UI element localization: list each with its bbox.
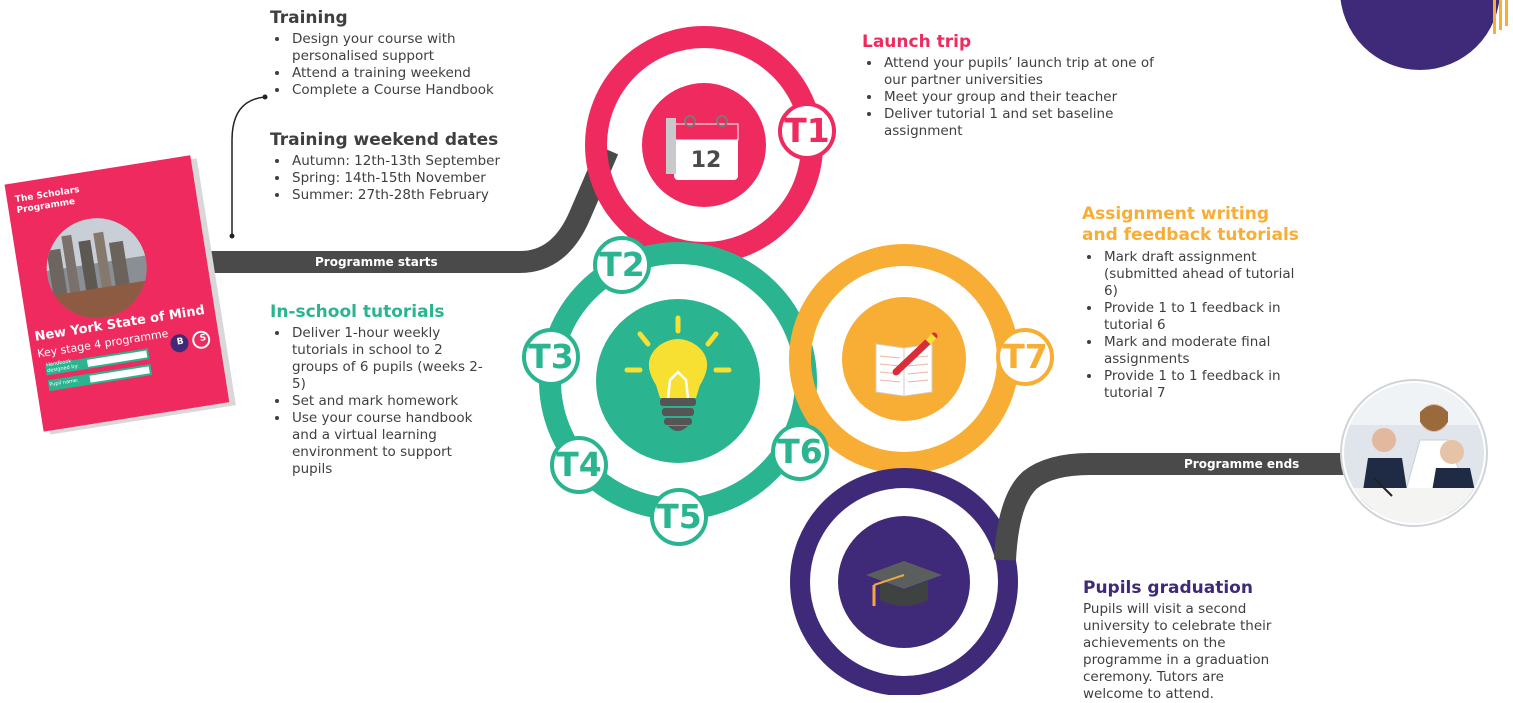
in-school-list: Deliver 1-hour weekly tutorials in schoo… [270,325,490,478]
list-item: Mark and moderate final assignments [1102,334,1312,368]
list-item: Design your course with personalised sup… [290,31,502,65]
list-item: Use your course handbook and a virtual l… [290,410,490,478]
training-section: Training Design your course with persona… [270,8,560,99]
launch-trip-list: Attend your pupils’ launch trip at one o… [862,55,1172,140]
pupils-photo [1340,379,1488,527]
tutorial-t2: T2 [599,245,645,284]
calendar-icon [666,115,739,180]
assignment-list: Mark draft assignment (submitted ahead o… [1082,249,1312,402]
graduation-title: Pupils graduation [1083,578,1253,598]
handbook-cover-text: The Scholars Programme New York State of… [5,155,230,431]
list-item: Complete a Course Handbook [290,82,560,99]
launch-trip-title: Launch trip [862,32,972,52]
notebook-pen-icon [875,332,938,397]
handbook-badge-b: B [176,336,185,348]
road-start [205,145,619,273]
list-item: Deliver 1-hour weekly tutorials in schoo… [290,325,490,393]
list-item: Deliver tutorial 1 and set baseline assi… [882,106,1154,140]
tutorial-badges [522,102,1054,546]
training-title: Training [270,8,348,28]
list-item: Autumn: 12th-13th September [290,153,560,170]
programme-ends-label: Programme ends [1184,457,1300,471]
list-item: Attend your pupils’ launch trip at one o… [882,55,1154,89]
road-end [994,453,1360,561]
handbook-field-designer: Handbook designed by: [45,358,80,374]
list-item: Mark draft assignment (submitted ahead o… [1102,249,1312,300]
tutorial-t3: T3 [528,337,574,376]
tutorial-t6: T6 [777,432,823,471]
tutorial-t4: T4 [556,445,602,484]
tutorial-t5: T5 [656,497,702,536]
list-item: Provide 1 to 1 feedback in tutorial 7 [1102,368,1312,402]
ring-purple [790,468,1018,695]
list-item: Set and mark homework [290,393,490,410]
course-handbook [4,155,236,435]
assignment-title: Assignment writing and feedback tutorial… [1082,204,1299,246]
training-dates-section: Training weekend dates Autumn: 12th-13th… [270,130,560,204]
list-item: Summer: 27th-28th February [290,187,560,204]
bracket-dot [229,233,235,239]
graduation-text: Pupils will visit a second university to… [1083,601,1272,703]
corner-decoration [1340,0,1508,70]
in-school-title: In-school tutorials [270,302,445,322]
tutorial-t1: T1 [784,111,830,150]
list-item: Attend a training weekend [290,65,560,82]
graduation-cap-icon [866,561,942,606]
handbook-brand: The Scholars Programme [14,185,81,217]
list-item: Provide 1 to 1 feedback in tutorial 6 [1102,300,1312,334]
lightbulb-icon [624,315,732,431]
tutorial-t7: T7 [1002,337,1048,376]
bracket-connector [231,96,266,236]
handbook-field-pupil: Pupil name: [48,377,80,389]
handbook-badge-s: S [199,333,208,344]
launch-trip-section: Launch trip Attend your pupils’ launch t… [862,32,1162,140]
assignment-section: Assignment writing and feedback tutorial… [1082,204,1312,402]
list-item: Meet your group and their teacher [882,89,1172,106]
bracket-dot [262,94,268,100]
list-item: Spring: 14th-15th November [290,170,560,187]
training-dates-list: Autumn: 12th-13th September Spring: 14th… [270,153,560,204]
calendar-day: 12 [690,148,722,173]
graduation-section: Pupils graduation Pupils will visit a se… [1083,578,1283,703]
training-list: Design your course with personalised sup… [270,31,560,99]
programme-starts-label: Programme starts [315,255,438,269]
training-dates-title: Training weekend dates [270,130,499,150]
in-school-section: In-school tutorials Deliver 1-hour weekl… [270,302,510,478]
